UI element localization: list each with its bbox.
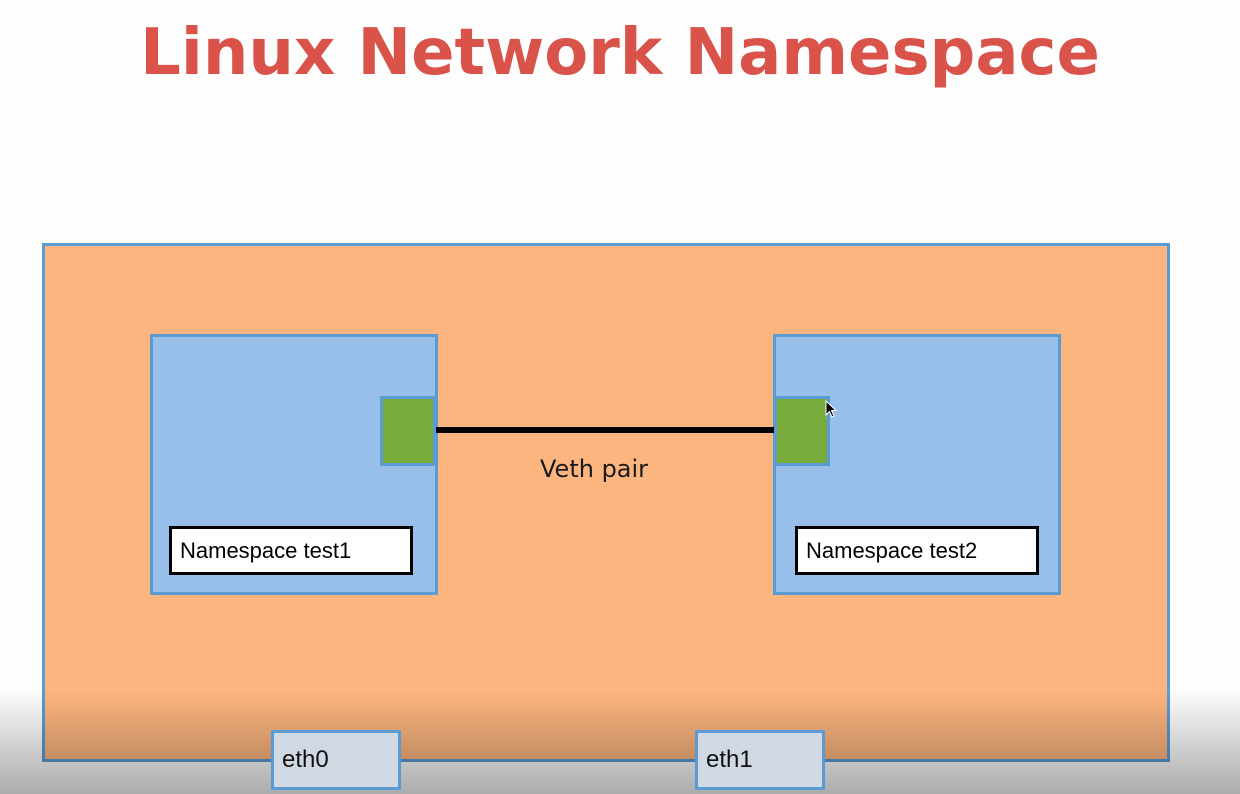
- eth0-interface: eth0: [271, 730, 401, 790]
- namespace-test1-label: Namespace test1: [169, 526, 413, 575]
- namespace-test2-label: Namespace test2: [795, 526, 1039, 575]
- page-title: Linux Network Namespace: [140, 16, 1100, 90]
- eth1-interface: eth1: [695, 730, 825, 790]
- veth-endpoint-test2: [774, 396, 830, 466]
- veth-endpoint-test1: [380, 396, 436, 466]
- mouse-pointer-icon: [825, 400, 837, 418]
- veth-pair-link: [436, 427, 774, 433]
- veth-pair-label: Veth pair: [540, 455, 649, 483]
